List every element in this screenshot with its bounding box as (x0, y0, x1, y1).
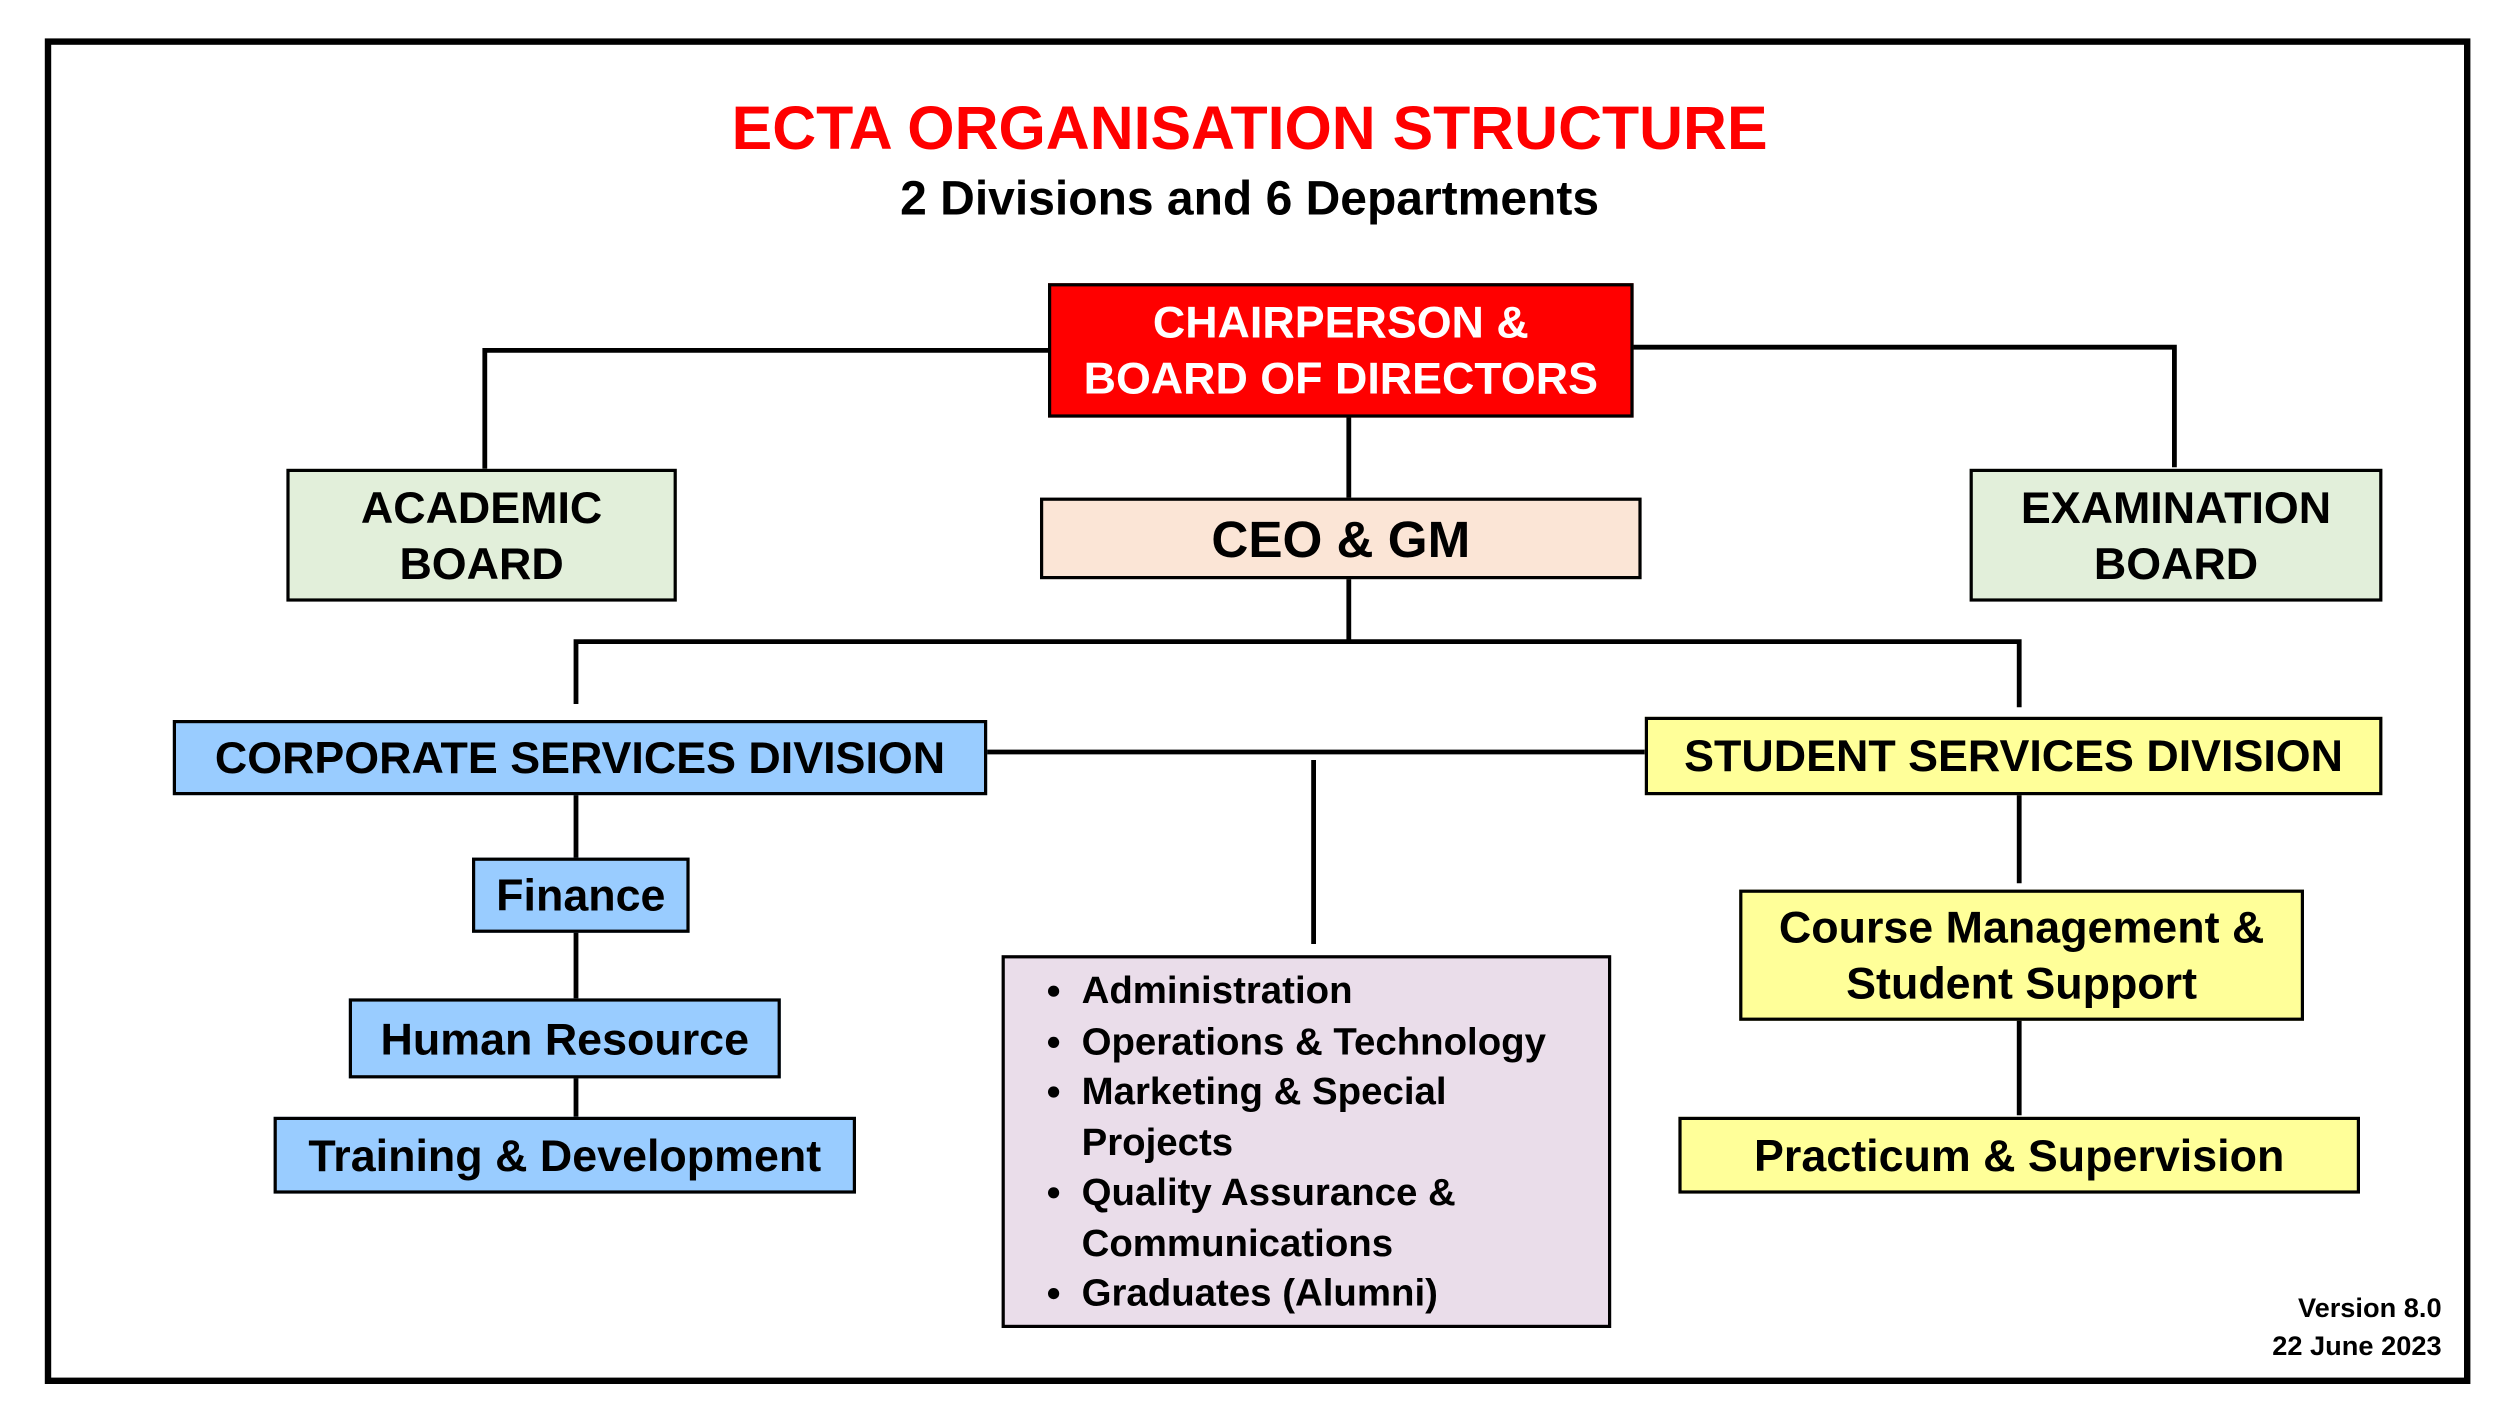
corporate-division-box: CORPORATE SERVICES DIVISION (172, 720, 988, 796)
shared-units-box: Administration Operations & Technology M… (1001, 955, 1612, 1328)
version-label: Version 8.0 (2297, 1292, 2442, 1324)
connector-chair-academic (482, 348, 1049, 469)
connector-chair-exam (1632, 344, 2177, 468)
chair-line1: CHAIRPERSON & (1152, 297, 1529, 348)
practicum-box: Practicum & Supervision (1678, 1116, 2360, 1194)
chart-subtitle: 2 Divisions and 6 Departments (900, 172, 1600, 226)
examination-board-box: EXAMINATION BOARD (1969, 468, 2383, 602)
version-info: Version 8.0 22 June 2023 (2272, 1290, 2441, 1367)
chair-line2: BOARD OF DIRECTORS (1083, 353, 1598, 404)
finance-box: Finance (472, 857, 690, 933)
human-resource-box: Human Resource (348, 998, 781, 1079)
academic-line2: BOARD (399, 538, 564, 588)
list-item: Operations & Technology (1082, 1017, 1546, 1067)
academic-board-box: ACADEMIC BOARD (286, 468, 677, 602)
student-division-box: STUDENT SERVICES DIVISION (1644, 716, 2383, 796)
training-development-box: Training & Development (273, 1116, 857, 1194)
shared-units-list: Administration Operations & Technology M… (1005, 966, 1546, 1319)
course-management-box: Course Management & Student Support (1739, 889, 2304, 1021)
list-item: Quality Assurance & Communications (1082, 1168, 1498, 1269)
chart-title: ECTA ORGANISATION STRUCTURE (731, 96, 1768, 164)
course-line1: Course Management & (1778, 902, 2265, 952)
list-item: Administration (1082, 966, 1546, 1016)
connector-divisions (573, 639, 2022, 708)
course-line2: Student Support (1846, 958, 2198, 1008)
list-item: Graduates (Alumni) (1082, 1269, 1546, 1319)
chair-box: CHAIRPERSON & BOARD OF DIRECTORS (1048, 283, 1634, 418)
academic-line1: ACADEMIC (360, 482, 603, 532)
exam-line1: EXAMINATION (2020, 482, 2332, 532)
list-item: Marketing & Special Projects (1082, 1067, 1498, 1168)
version-date: 22 June 2023 (2272, 1331, 2442, 1362)
exam-line2: BOARD (2093, 538, 2259, 588)
ceo-box: CEO & GM (1040, 497, 1642, 580)
frame-border (44, 38, 2471, 1384)
